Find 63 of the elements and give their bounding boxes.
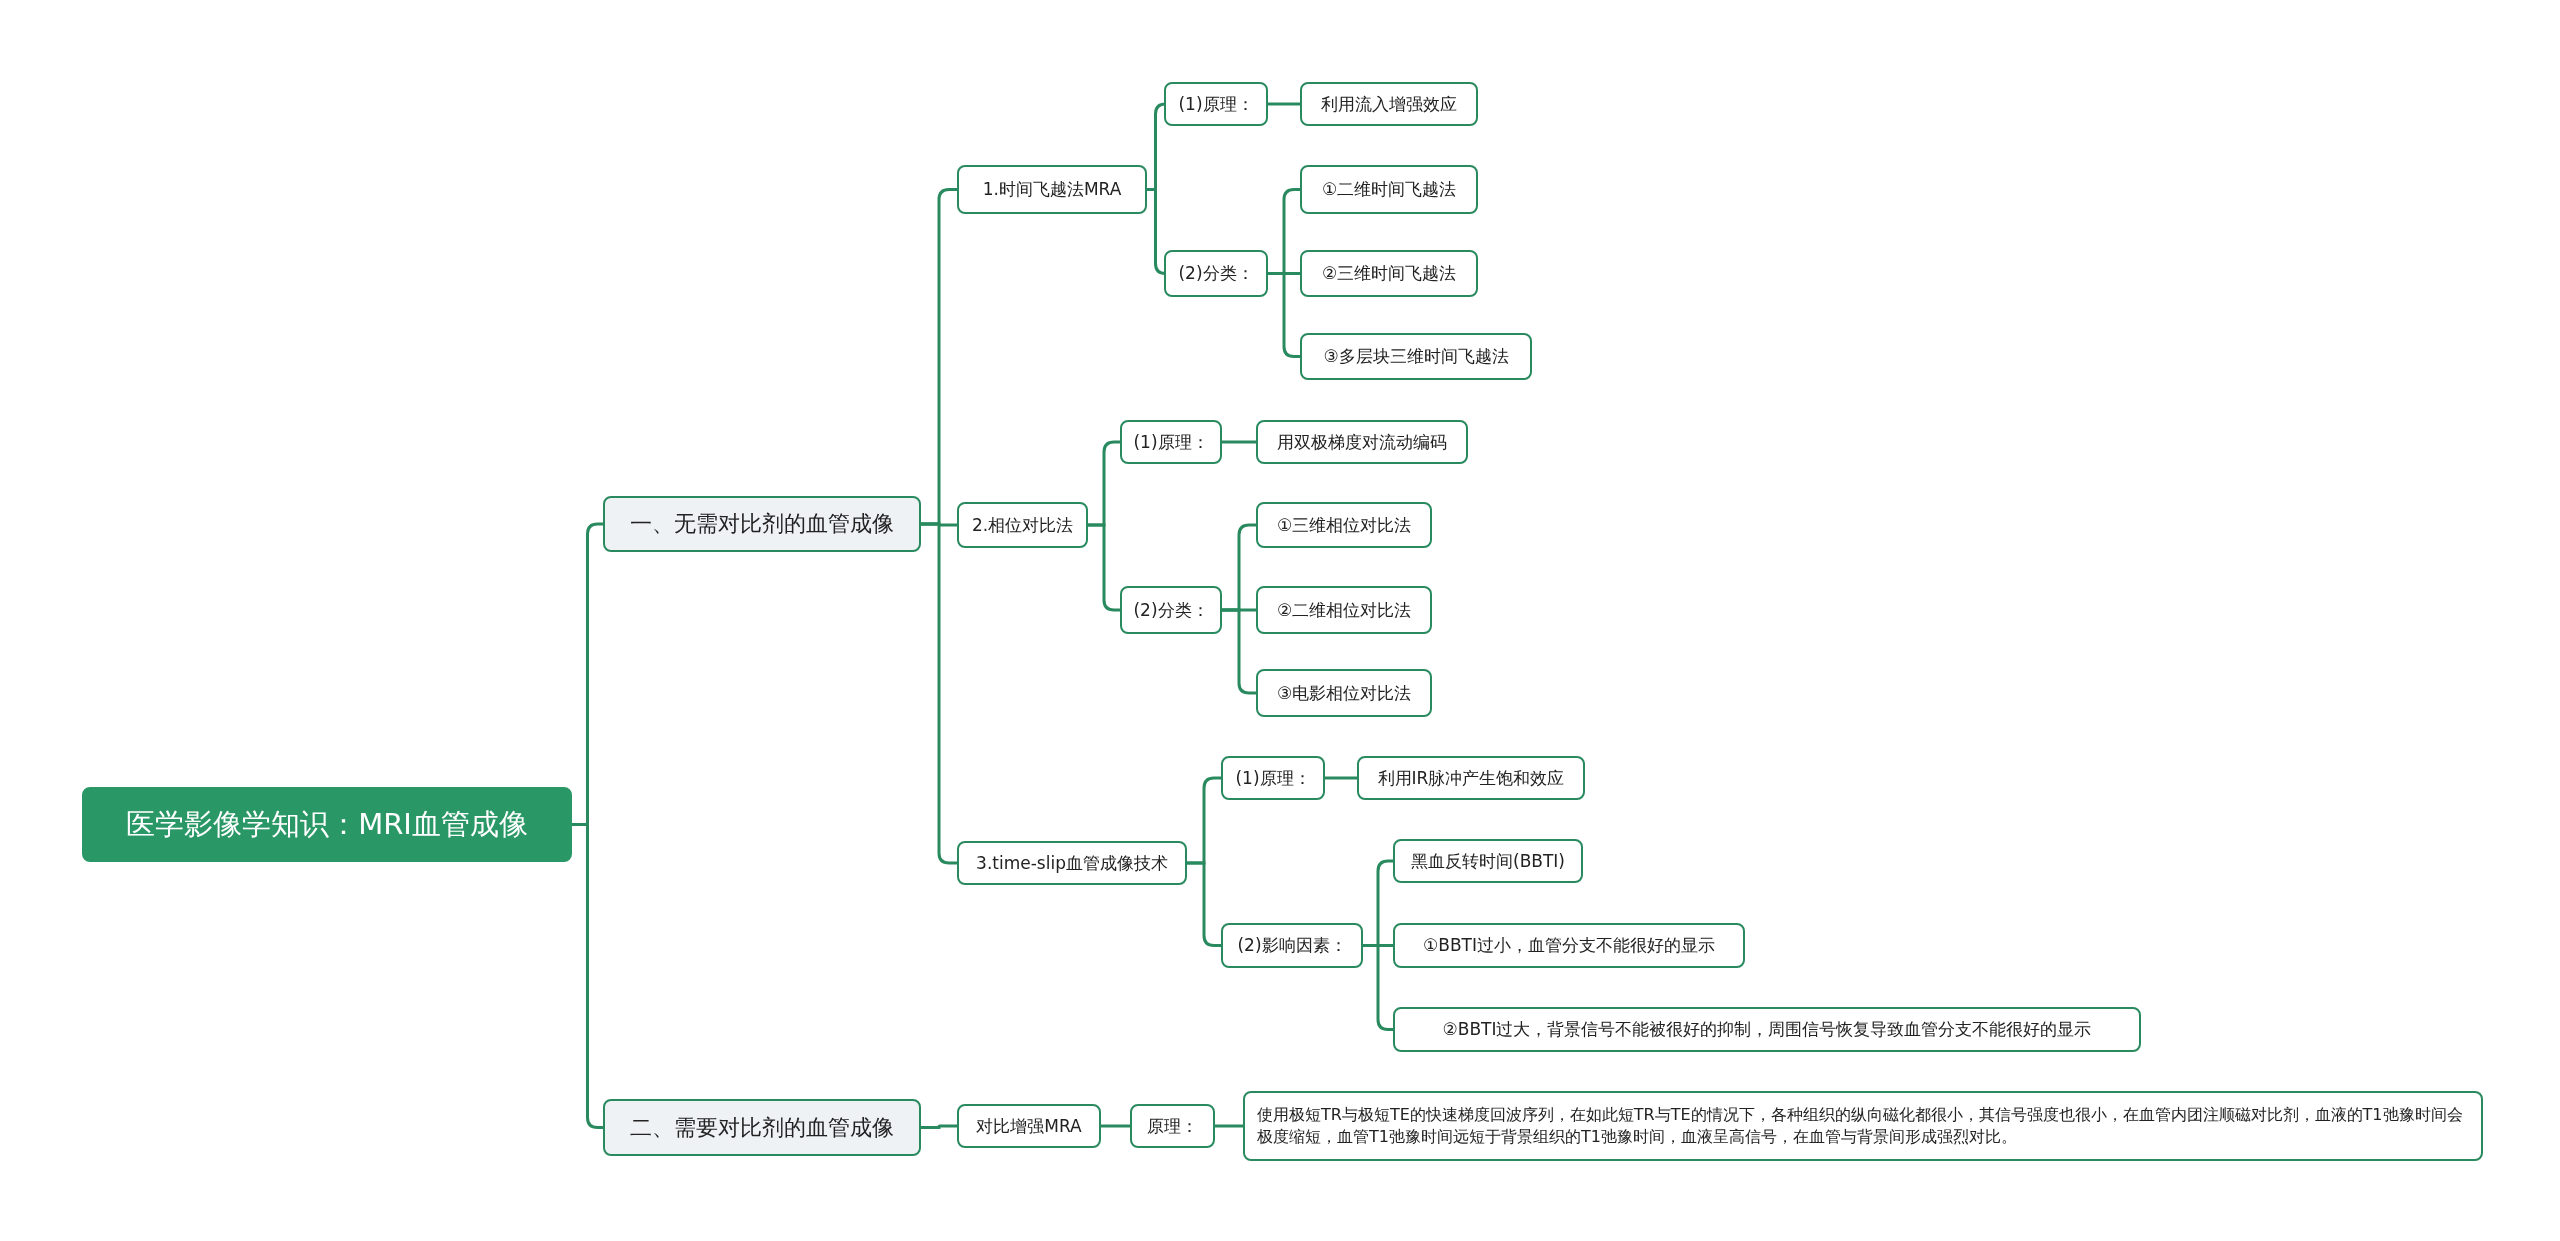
- connector-line: [1222, 440, 1256, 444]
- topic-text: 原理：: [1147, 1114, 1198, 1138]
- topic-box: [1256, 586, 1432, 634]
- topic-box: [1300, 250, 1478, 297]
- central-topic: [82, 787, 572, 862]
- topic-text: ②三维时间飞越法: [1321, 262, 1457, 285]
- topic-text: ①BBTI过小，血管分支不能很好的显示: [1423, 934, 1715, 957]
- topic-text: (1)原理：: [1235, 766, 1311, 790]
- topic-box: [1221, 923, 1363, 968]
- topic-box: [1256, 669, 1432, 717]
- topic-box: [1221, 756, 1325, 800]
- topic-text: (1)原理：: [1133, 430, 1209, 454]
- topic-box: [1130, 1104, 1215, 1148]
- note-box: [1243, 1091, 2483, 1161]
- topic-box: [957, 1104, 1101, 1148]
- main-branch-box: [603, 1099, 921, 1156]
- connector-line: [921, 522, 957, 865]
- topic-text: ①三维相位对比法: [1276, 513, 1412, 537]
- connector-line: [921, 1124, 957, 1129]
- connector-line: [1268, 102, 1300, 106]
- topic-text: 2.相位对比法: [971, 513, 1074, 537]
- topic-text: ①二维时间飞越法: [1321, 178, 1457, 201]
- topic-box: [957, 502, 1088, 548]
- topic-text: ③多层块三维时间飞越法: [1323, 345, 1509, 368]
- topic-text: 3.time-slip血管成像技术: [976, 851, 1168, 875]
- topic-box: [1300, 165, 1478, 214]
- connector-line: [1088, 523, 1120, 612]
- topic-text: 利用流入增强效应: [1321, 92, 1457, 116]
- topic-box: [957, 165, 1147, 214]
- topic-text: (2)分类：: [1178, 262, 1254, 285]
- topic-text: ②二维相位对比法: [1276, 598, 1412, 622]
- topic-text: (2)影响因素：: [1237, 934, 1347, 957]
- topic-box: [1300, 82, 1478, 126]
- topic-text: (2)分类：: [1133, 598, 1209, 622]
- topic-box: [1164, 250, 1268, 297]
- connector-line: [1215, 1124, 1243, 1128]
- topic-text: 利用IR脉冲产生饱和效应: [1377, 766, 1565, 790]
- topic-box: [1393, 923, 1745, 968]
- topic-box: [1393, 1007, 2141, 1052]
- topic-box: [957, 841, 1187, 885]
- topic-box: [1393, 839, 1583, 883]
- topic-text: 用双极梯度对流动编码: [1277, 430, 1447, 454]
- topic-text: ③电影相位对比法: [1276, 681, 1412, 705]
- topic-text: ②BBTI过大，背景信号不能被很好的抑制，周围信号恢复导致血管分支不能很好的显示: [1442, 1018, 2092, 1041]
- topic-text: 黑血反转时间(BBTI): [1411, 849, 1565, 873]
- topic-text: 1.时间飞越法MRA: [982, 178, 1122, 201]
- topic-text: 使用极短TR与极短TE的快速梯度回波序列，在如此短TR与TE的情况下，各种组织的纵向磁化都很小，其信号强度也很小，在血管内团注顺磁对比剂，血液的T1弛豫时间会极度缩短，血管T1弛豫时间远短于背景组织的T1弛豫时间，血液呈高信号，在血管与背景间形成强烈对比。: [1257, 1103, 2464, 1148]
- connector-line: [1268, 272, 1300, 358]
- topic-box: [1164, 82, 1268, 126]
- main-branch-box: [603, 496, 921, 552]
- topic-box: [1120, 586, 1222, 634]
- topic-text: 对比增强MRA: [976, 1114, 1082, 1138]
- topic-box: [1300, 333, 1532, 380]
- connector-line: [1325, 776, 1357, 780]
- topic-box: [1256, 502, 1432, 548]
- topic-box: [1357, 756, 1585, 800]
- topic-box: [1120, 420, 1222, 464]
- connector-line: [1101, 1124, 1130, 1128]
- topic-text: 二、需要对比剂的血管成像: [630, 1113, 894, 1142]
- topic-text: 医学影像学知识：MRI血管成像: [126, 805, 528, 843]
- topic-text: (1)原理：: [1178, 92, 1254, 116]
- topic-box: [1256, 420, 1468, 464]
- topic-text: 一、无需对比剂的血管成像: [630, 510, 894, 538]
